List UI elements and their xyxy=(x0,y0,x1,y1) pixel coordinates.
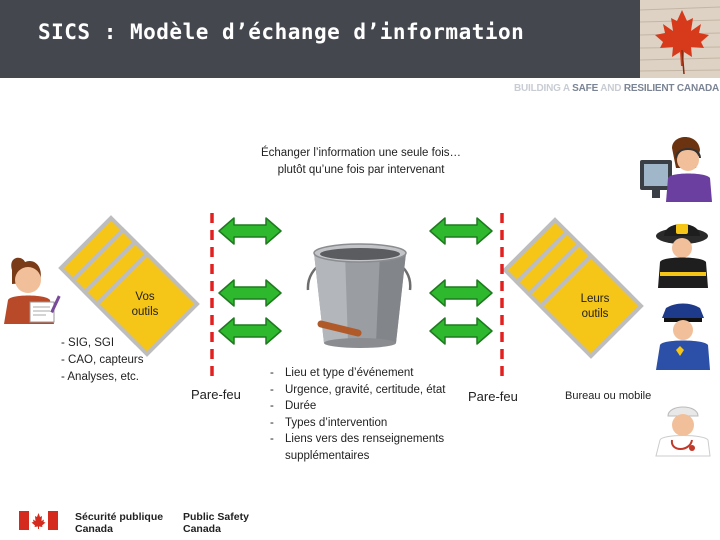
double-arrow-icon xyxy=(218,279,282,307)
double-arrow-icon xyxy=(218,217,282,245)
list-item: - SIG, SGI xyxy=(61,337,115,349)
exchanged-info-list: Lieu et type d’événement Urgence, gravit… xyxy=(268,365,448,464)
police-officer-icon xyxy=(656,303,710,370)
your-tools-label: Vos outils xyxy=(131,291,159,318)
firewall-left-label: Pare-feu xyxy=(191,387,241,402)
caption-line-2: plutôt qu’une fois par intervenant xyxy=(277,164,445,176)
double-arrow-icon xyxy=(218,317,282,345)
double-arrow-icon xyxy=(429,217,493,245)
firefighter-icon xyxy=(656,224,708,288)
their-tools-stack xyxy=(502,217,644,359)
doctor-icon xyxy=(655,406,711,457)
double-arrow-icon xyxy=(429,317,493,345)
list-item: Urgence, gravité, certitude, état xyxy=(268,382,448,399)
corner-photo xyxy=(640,0,720,78)
double-arrow-icon xyxy=(429,279,493,307)
call-operator-icon xyxy=(640,137,712,202)
your-tools-list: - SIG, SGI - CAO, capteurs - Analyses, e… xyxy=(61,335,143,386)
maple-leaf-icon xyxy=(655,10,709,75)
person-with-documents-icon xyxy=(4,257,61,324)
list-item: Durée xyxy=(268,398,448,415)
list-item: - CAO, capteurs xyxy=(61,354,144,366)
header-bar xyxy=(0,0,640,78)
logo-text-fr: Sécurité publique Canada xyxy=(75,511,164,535)
bucket-icon xyxy=(306,243,412,348)
list-item: Types d’intervention xyxy=(268,415,448,432)
list-item: - Analyses, etc. xyxy=(61,371,139,383)
your-tools-stack xyxy=(58,215,200,357)
tagline: BUILDING A SAFE AND RESILIENT CANADA xyxy=(514,83,720,94)
caption-line-1: Échanger l’information une seule fois… xyxy=(260,147,462,159)
firewall-right-label: Pare-feu xyxy=(468,389,518,404)
page-title: SICS : Modèle d’échange d’information xyxy=(38,20,525,44)
caption: Échanger l’information une seule fois… p… xyxy=(236,145,486,179)
their-tools-label: Leurs outils xyxy=(580,293,610,320)
canada-flag-icon xyxy=(19,511,58,530)
responders-label: Bureau ou mobile xyxy=(565,390,652,402)
logo-text-en: Public Safety Canada xyxy=(183,511,249,535)
list-item: Liens vers des renseignements supplément… xyxy=(268,431,448,464)
list-item: Lieu et type d’événement xyxy=(268,365,448,382)
